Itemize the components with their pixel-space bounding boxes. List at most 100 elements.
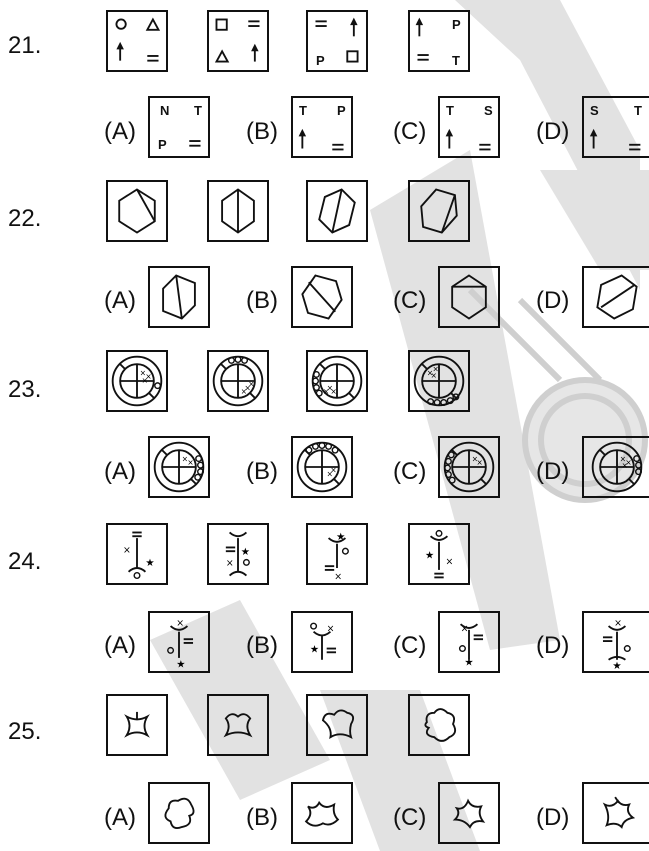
question-25-number: 25.: [8, 718, 41, 746]
q21-problem-figure-3: P: [306, 10, 368, 72]
q23-option-b-label: (B): [246, 458, 278, 486]
q24-option-a-figure[interactable]: × ★: [148, 611, 210, 673]
q21-a-letter-p: P: [158, 138, 167, 151]
svg-text:★: ★: [176, 658, 185, 670]
q21-c-letter-t: T: [446, 104, 454, 117]
q24-option-d-figure[interactable]: × ★: [582, 611, 649, 673]
q24-option-d-label: (D): [536, 632, 569, 660]
q21-option-d-label: (D): [536, 118, 569, 146]
svg-text:×: ×: [431, 371, 437, 380]
q22-option-b-label: (B): [246, 287, 278, 315]
q24-problem-figure-2: ★ ×: [207, 523, 269, 585]
q25-option-c-label: (C): [393, 804, 426, 832]
svg-text:×: ×: [123, 545, 131, 556]
q22-problem-figure-1: [106, 180, 168, 242]
q25-option-d-figure[interactable]: [582, 782, 649, 844]
q21-problem-figure-4: P T: [408, 10, 470, 72]
q22-option-b-figure[interactable]: [291, 266, 353, 328]
q23-problem-figure-1: × × ×: [106, 350, 168, 412]
q22-option-c-label: (C): [393, 287, 426, 315]
q23-option-c-label: (C): [393, 458, 426, 486]
svg-text:×: ×: [226, 558, 234, 569]
svg-text:★: ★: [310, 643, 319, 655]
q23-option-d-label: (D): [536, 458, 569, 486]
svg-text:★: ★: [241, 546, 250, 558]
q23-option-b-figure[interactable]: × ×: [291, 436, 353, 498]
svg-text:×: ×: [476, 458, 482, 467]
q24-problem-figure-3: ★ ×: [306, 523, 368, 585]
q21-fig3-letter-p: P: [316, 54, 325, 67]
svg-text:×: ×: [614, 618, 622, 629]
question-22-number: 22.: [8, 205, 41, 233]
q22-problem-figure-3: [306, 180, 368, 242]
q21-option-b-label: (B): [246, 118, 278, 146]
q21-fig4-letter-t: T: [452, 54, 460, 67]
svg-text:★: ★: [612, 660, 621, 671]
q25-option-d-label: (D): [536, 804, 569, 832]
q21-fig4-letter-p: P: [452, 18, 461, 31]
svg-text:×: ×: [176, 618, 184, 629]
question-21-number: 21.: [8, 32, 41, 60]
q22-problem-figure-4: [408, 180, 470, 242]
svg-text:×: ×: [334, 571, 342, 582]
q22-problem-figure-2: [207, 180, 269, 242]
svg-text:×: ×: [330, 466, 336, 475]
q22-option-c-figure[interactable]: [438, 266, 500, 328]
q21-b-letter-t: T: [299, 104, 307, 117]
q23-problem-figure-2: × × ×: [207, 350, 269, 412]
q25-option-a-figure[interactable]: [148, 782, 210, 844]
q24-problem-figure-4: ★ ×: [408, 523, 470, 585]
q24-option-a-label: (A): [104, 632, 136, 660]
q21-option-d-figure[interactable]: S T: [582, 96, 649, 158]
q21-a-letter-t: T: [194, 104, 202, 117]
q22-option-a-figure[interactable]: [148, 266, 210, 328]
q21-option-a-figure[interactable]: N T P: [148, 96, 210, 158]
q25-option-c-figure[interactable]: [438, 782, 500, 844]
q24-option-b-figure[interactable]: × ★: [291, 611, 353, 673]
q21-problem-figure-2: [207, 10, 269, 72]
q25-problem-figure-3: [306, 694, 368, 756]
q21-option-b-figure[interactable]: T P: [291, 96, 353, 158]
q25-problem-figure-1: [106, 694, 168, 756]
q24-option-c-label: (C): [393, 632, 426, 660]
q24-problem-figure-1: × ★: [106, 523, 168, 585]
svg-text:×: ×: [330, 387, 336, 396]
svg-text:★: ★: [145, 557, 154, 569]
q21-b-letter-p: P: [337, 104, 346, 117]
svg-text:×: ×: [248, 380, 254, 389]
svg-text:★: ★: [464, 656, 473, 668]
svg-text:×: ×: [327, 624, 335, 635]
question-23-number: 23.: [8, 376, 41, 404]
q22-option-d-label: (D): [536, 287, 569, 315]
svg-text:★: ★: [425, 550, 434, 562]
q23-option-c-figure[interactable]: × ×: [438, 436, 500, 498]
q25-option-a-label: (A): [104, 804, 136, 832]
q23-problem-figure-4: × × ×: [408, 350, 470, 412]
q21-option-a-label: (A): [104, 118, 136, 146]
svg-text:×: ×: [323, 387, 329, 396]
q25-problem-figure-4: [408, 694, 470, 756]
svg-text:×: ×: [187, 458, 193, 467]
q21-problem-figure-1: [106, 10, 168, 72]
q24-option-c-figure[interactable]: × ★: [438, 611, 500, 673]
q23-option-a-figure[interactable]: × ×: [148, 436, 210, 498]
q21-option-c-figure[interactable]: T S: [438, 96, 500, 158]
q21-d-letter-t: T: [634, 104, 642, 117]
q21-d-letter-s: S: [590, 104, 599, 117]
svg-text:×: ×: [241, 387, 247, 396]
q23-problem-figure-3: × × ×: [306, 350, 368, 412]
svg-text:×: ×: [446, 556, 454, 567]
q24-option-b-label: (B): [246, 632, 278, 660]
q21-c-letter-s: S: [484, 104, 493, 117]
q25-option-b-figure[interactable]: [291, 782, 353, 844]
q23-option-a-label: (A): [104, 458, 136, 486]
q21-a-letter-n: N: [160, 104, 169, 117]
q22-option-a-label: (A): [104, 287, 136, 315]
svg-text:×: ×: [622, 461, 628, 470]
q25-option-b-label: (B): [246, 804, 278, 832]
svg-text:×: ×: [142, 376, 148, 385]
q23-option-d-figure[interactable]: × × ×: [582, 436, 649, 498]
q25-problem-figure-2: [207, 694, 269, 756]
question-24-number: 24.: [8, 548, 41, 576]
q22-option-d-figure[interactable]: [582, 266, 649, 328]
